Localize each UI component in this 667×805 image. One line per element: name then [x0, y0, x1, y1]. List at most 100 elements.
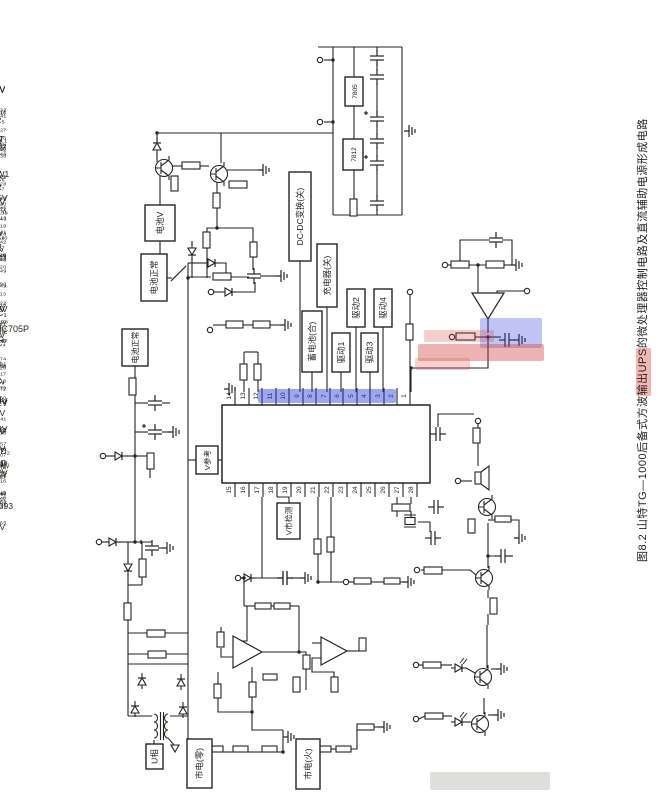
switch-symbol	[170, 265, 187, 282]
junction-dot	[331, 120, 335, 124]
junction-dot	[186, 276, 190, 280]
function-box	[186, 738, 213, 789]
pin-number: 8	[307, 394, 314, 398]
ground-symbol	[168, 426, 180, 438]
transistor-symbol	[474, 566, 494, 590]
resistor	[356, 723, 375, 731]
wire	[220, 648, 233, 658]
component-label: D₂₀	[0, 197, 7, 207]
resistor	[383, 577, 401, 585]
function-box	[373, 288, 393, 328]
resistor	[146, 629, 166, 638]
function-box	[295, 738, 321, 790]
resistor	[423, 566, 443, 575]
component-label: D₁₇	[0, 105, 6, 115]
watermark	[636, 348, 651, 396]
diode-symbol	[176, 674, 186, 690]
watermark	[424, 330, 494, 342]
resistor	[422, 661, 442, 669]
wire	[452, 337, 489, 369]
resistor	[128, 377, 137, 396]
wire	[206, 227, 217, 232]
component-label: 12V	[0, 424, 8, 434]
component-label: 12V	[0, 468, 8, 478]
function-box	[331, 332, 351, 373]
terminal-circle	[234, 574, 242, 582]
ground-symbol	[404, 125, 416, 137]
opamp-symbol	[470, 292, 506, 321]
component-label: R₈	[0, 333, 5, 343]
pin-number: 11	[267, 392, 274, 399]
diode-symbol	[204, 258, 220, 268]
resistor	[330, 676, 339, 693]
component-label: IC₁	[0, 308, 7, 319]
resistor	[261, 745, 278, 753]
component-label: C₆₅	[0, 516, 7, 526]
component-label: 12V	[0, 396, 8, 406]
junction-dot	[133, 540, 137, 544]
resistor	[353, 577, 372, 585]
mcu-body	[221, 404, 431, 484]
component-label: R₁₈	[0, 298, 7, 308]
component-label: LED₂	[0, 446, 10, 456]
function-box	[316, 243, 338, 308]
component-label: R₇₁	[0, 202, 6, 212]
wire	[277, 496, 290, 503]
component-label: Q₁₂	[0, 139, 6, 149]
diode-symbol	[221, 287, 237, 297]
component-label: R₄	[0, 231, 5, 241]
pin-number: 16	[240, 486, 247, 494]
component-label: C₁₂	[0, 139, 6, 149]
junction-dot	[486, 554, 490, 558]
junction-dot	[155, 131, 159, 135]
resistor	[292, 676, 301, 693]
component-label: R₆₄	[0, 422, 7, 432]
resistor	[212, 192, 221, 209]
speaker-symbol	[480, 464, 490, 492]
diode-symbol	[178, 702, 188, 718]
component-label: R₄₄	[0, 191, 7, 201]
component-label: 7	[2, 471, 9, 475]
component-label: 2	[0, 231, 4, 235]
capacitor-symbol	[370, 133, 384, 149]
ground-symbol	[493, 709, 505, 721]
component-label: R₁₃	[0, 287, 6, 297]
resistor	[489, 597, 498, 615]
capacitor-symbol	[430, 427, 446, 441]
component-label: 6	[1, 339, 8, 343]
component-label: LM393	[0, 501, 13, 511]
function-box-label: 电池正常	[149, 260, 159, 294]
junction-dot	[281, 750, 285, 754]
function-box-label: 蓄电池(合)	[307, 322, 317, 362]
resistor	[391, 503, 411, 512]
component-label: R₁₃₉	[0, 206, 8, 216]
transistor-symbol	[477, 495, 497, 519]
terminal-circle	[99, 452, 107, 460]
resistor	[467, 518, 476, 534]
resistor	[212, 272, 232, 281]
resistor	[455, 332, 476, 341]
component-label: D₁₉	[0, 219, 6, 229]
wire	[220, 262, 227, 277]
function-box-label: 7812	[351, 147, 358, 162]
component-label: R₁₉	[0, 315, 6, 325]
transistor-symbol	[209, 162, 229, 186]
pin-number: 3	[375, 394, 382, 398]
watermark	[430, 772, 550, 790]
component-label: R₆	[0, 173, 5, 183]
component-label: D₂₈	[0, 177, 7, 187]
diode-symbol	[187, 244, 197, 260]
wire	[465, 667, 476, 674]
capacitor-symbol	[277, 571, 293, 585]
wire	[217, 698, 252, 713]
component-label: R₁₁₀	[0, 231, 8, 241]
component-label: R₄₆	[0, 147, 7, 157]
capacitor-symbol	[148, 395, 162, 411]
wire	[410, 367, 452, 392]
diode-symbol	[111, 451, 127, 461]
resistor	[326, 536, 335, 553]
resistor	[202, 231, 211, 249]
resistor	[405, 323, 414, 341]
component-label: C₄	[0, 142, 5, 152]
